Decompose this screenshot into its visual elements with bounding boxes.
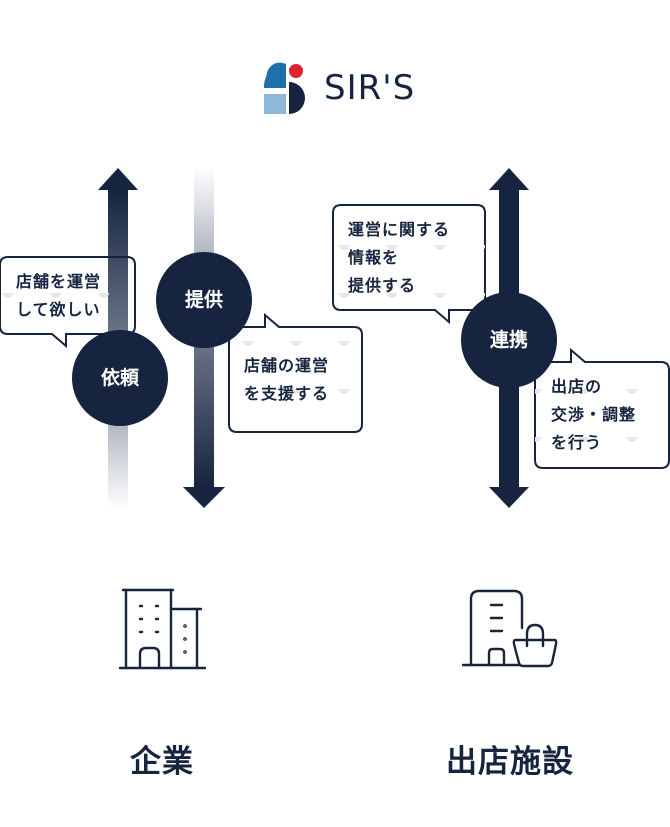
request-arrow-head — [98, 168, 138, 190]
cooperate-upper-speech-bubble — [332, 204, 486, 325]
cooperate-lower-bubble-text: 出店の 交渉・調整 を行う — [551, 377, 637, 452]
request-speech-bubble — [0, 256, 136, 349]
cooperate-label: 連携 — [489, 329, 528, 351]
store-building-shopping-bag-icon — [461, 589, 558, 668]
cooperate-circle — [461, 292, 557, 388]
provide-label: 提供 — [184, 289, 223, 311]
cooperate-arrow-head-down — [489, 487, 529, 508]
sirs-logo-text: SIR'S — [324, 68, 416, 108]
request-label: 依頼 — [100, 367, 139, 389]
request-bubble-text: 店舗を運営 して欲しい — [16, 272, 102, 319]
request-circle — [72, 330, 168, 426]
provide-arrow-head — [183, 487, 225, 508]
sirs-logo: SIR'S — [262, 62, 416, 116]
sirs-logo-mark-icon — [264, 62, 305, 114]
company-label: 企業 — [130, 744, 194, 780]
cooperate-lower-speech-bubble — [534, 347, 670, 469]
cooperate-upper-bubble-text: 運営に関する 情報を 提供する — [348, 220, 451, 295]
office-building-icon — [118, 588, 207, 670]
provide-bubble-text: 店舗の運営 を支援する — [244, 356, 330, 403]
provide-speech-bubble — [228, 312, 363, 433]
provide-circle — [156, 252, 252, 348]
facility-label: 出店施設 — [446, 744, 574, 780]
cooperate-arrow-head-up — [489, 168, 529, 190]
